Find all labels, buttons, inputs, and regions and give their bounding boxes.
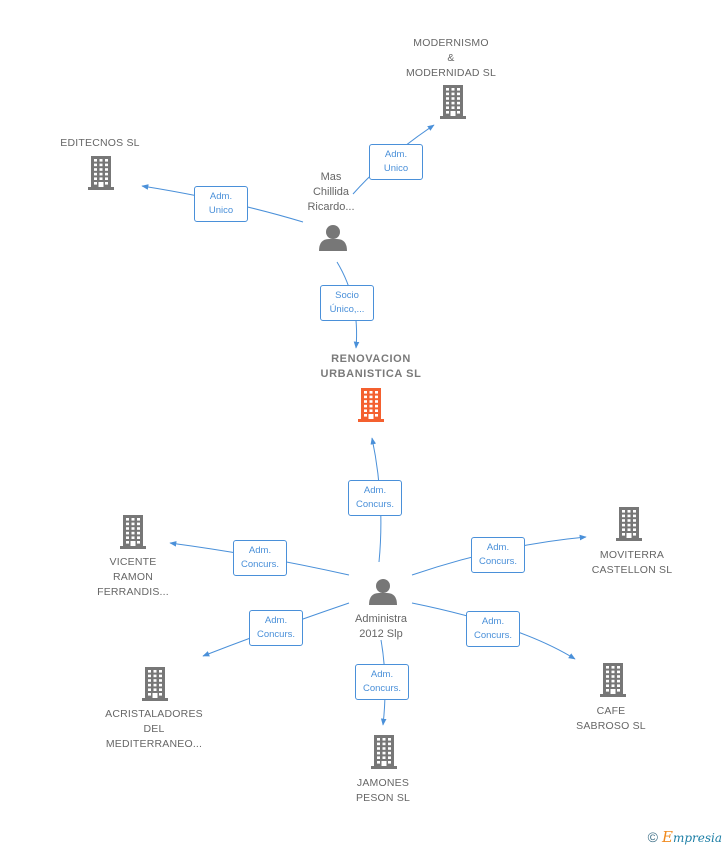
edge-label-line: Concurs. (362, 683, 401, 694)
person-icon[interactable] (319, 225, 347, 251)
node-label-line: RAMON (112, 571, 154, 583)
copyright-icon: © (647, 829, 658, 845)
node-label-administra[interactable]: Administra 2012 Slp (355, 612, 407, 642)
edge-label-line: Adm. (384, 149, 408, 160)
node-label-line: URBANISTICA SL (320, 368, 422, 380)
edge-label-mas-to-editecnos[interactable]: Adm. Unico (194, 186, 248, 222)
node-label-line: VICENTE (109, 556, 157, 568)
edge-label-line: Adm. (209, 191, 233, 202)
node-label-vicente[interactable]: VICENTE RAMON FERRANDIS... (97, 555, 169, 600)
building-icon[interactable] (440, 85, 466, 119)
node-label-line: Mas (320, 171, 342, 183)
node-label-line: Administra (355, 613, 407, 625)
edge-label-line: Adm. (264, 615, 288, 626)
building-icon[interactable] (600, 663, 626, 697)
building-icon[interactable] (88, 156, 114, 190)
brand-initial: E (661, 828, 673, 846)
edge-label-line: Adm. (486, 542, 510, 553)
edge-label-administra-to-cafe[interactable]: Adm. Concurs. (466, 611, 520, 647)
building-icon[interactable] (358, 388, 384, 422)
node-label-line: MODERNIDAD SL (405, 67, 497, 79)
edge-label-administra-to-vicente[interactable]: Adm. Concurs. (233, 540, 287, 576)
edge-label-line: Socio (335, 290, 359, 301)
person-icon[interactable] (369, 579, 397, 605)
edge-label-mas-to-modernismo[interactable]: Adm. Unico (369, 144, 423, 180)
node-label-modernismo[interactable]: MODERNISMO & MODERNIDAD SL (406, 36, 496, 81)
edge-label-line: Adm. (370, 669, 394, 680)
node-label-line: ACRISTALADORES (105, 708, 203, 720)
edge-label-administra-to-renovacion[interactable]: Adm. Concurs. (348, 480, 402, 516)
node-label-line: MOVITERRA (599, 549, 665, 561)
node-label-line: MODERNISMO (413, 37, 489, 49)
node-label-line: CASTELLON SL (591, 564, 673, 576)
edge-label-line: Concurs. (240, 559, 279, 570)
edge-label-line: Unico (208, 205, 234, 216)
brand-logo[interactable]: ©Empresia (648, 828, 722, 846)
node-label-line: 2012 Slp (359, 628, 403, 640)
node-label-moviterra[interactable]: MOVITERRA CASTELLON SL (592, 548, 673, 578)
node-label-line: JAMONES (356, 777, 410, 789)
node-label-line: Ricardo... (307, 201, 355, 213)
node-label-line: Chillida (312, 186, 350, 198)
edge-label-line: Adm. (363, 485, 387, 496)
edge-label-line: Adm. (481, 616, 505, 627)
node-label-line: DEL (143, 723, 165, 735)
node-label-acristaladores[interactable]: ACRISTALADORES DEL MEDITERRANEO... (105, 707, 203, 752)
node-label-line: EDITECNOS SL (60, 137, 140, 149)
edge-label-administra-to-acristaladores[interactable]: Adm. Concurs. (249, 610, 303, 646)
edge-label-line: Adm. (248, 545, 272, 556)
edge-label-line: Unico (383, 163, 409, 174)
edge-label-line: Único,... (329, 304, 365, 315)
edge-label-administra-to-jamones[interactable]: Adm. Concurs. (355, 664, 409, 700)
building-icon[interactable] (120, 515, 146, 549)
node-label-line: PESON SL (355, 792, 411, 804)
edge-label-line: Concurs. (478, 556, 517, 567)
building-icon[interactable] (142, 667, 168, 701)
node-label-renovacion[interactable]: RENOVACION URBANISTICA SL (321, 352, 422, 382)
node-label-line: MEDITERRANEO... (105, 738, 203, 750)
node-label-editecnos[interactable]: EDITECNOS SL (60, 136, 139, 151)
node-label-cafe[interactable]: CAFE SABROSO SL (576, 704, 646, 734)
edge-label-line: Concurs. (355, 499, 394, 510)
edge-label-administra-to-moviterra[interactable]: Adm. Concurs. (471, 537, 525, 573)
node-label-line: FERRANDIS... (97, 586, 169, 598)
edge-label-line: Concurs. (256, 629, 295, 640)
building-icon[interactable] (616, 507, 642, 541)
node-label-line: RENOVACION (331, 353, 411, 365)
node-label-jamones[interactable]: JAMONES PESON SL (356, 776, 410, 806)
node-label-line: CAFE (596, 705, 626, 717)
node-label-line: SABROSO SL (576, 720, 646, 732)
node-label-line: & (447, 52, 455, 64)
brand-name: mpresia (672, 831, 722, 845)
building-icon[interactable] (371, 735, 397, 769)
edge-label-line: Concurs. (473, 630, 512, 641)
